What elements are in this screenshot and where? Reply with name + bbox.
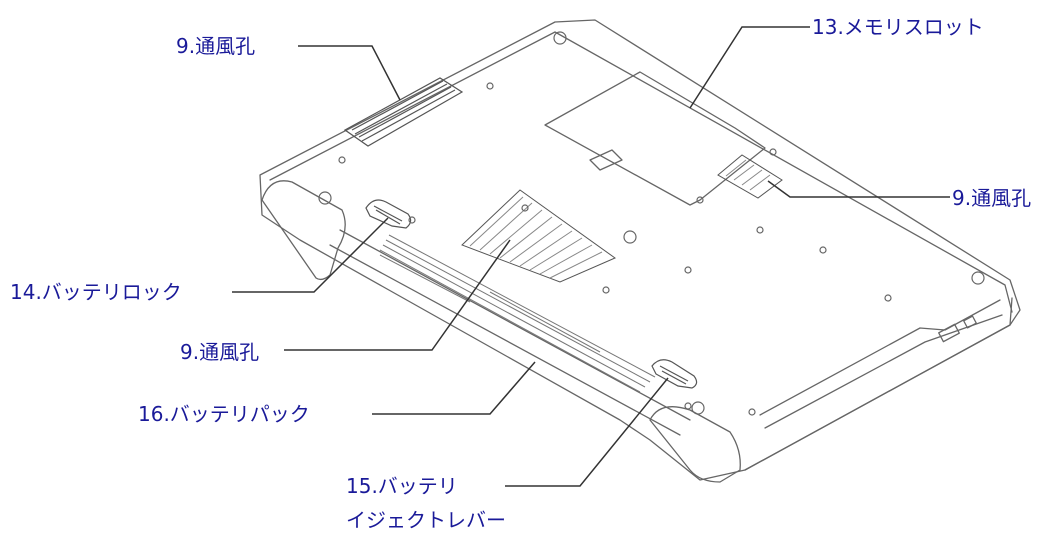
- left-hinge: [261, 180, 346, 281]
- battery-pack-hatching: [379, 234, 656, 393]
- leader-battery-eject: [505, 377, 669, 487]
- label-battery-eject-line2: イジェクトレバー: [346, 508, 506, 532]
- screws: [318, 31, 985, 416]
- label-battery-lock: 14.バッテリロック: [10, 280, 182, 304]
- battery-edge-lower: [329, 244, 681, 436]
- leader-memory-slot: [689, 26, 810, 109]
- leader-vent-right: [767, 180, 950, 198]
- side-jack: [963, 315, 977, 329]
- laptop-edge-inner: [269, 31, 1013, 313]
- battery-edge-upper: [339, 229, 691, 421]
- leader-vent-center: [284, 239, 511, 351]
- side-port-strip: [759, 299, 1001, 416]
- memory-slot-cover: [544, 71, 766, 206]
- battery-eject-lever: [651, 359, 698, 389]
- leader-battery-lock: [232, 217, 389, 293]
- side-port-strip-2: [764, 314, 1003, 429]
- label-vent-right: 9.通風孔: [952, 186, 1032, 210]
- laptop-body: [259, 19, 1021, 483]
- vent-top-left: [343, 77, 464, 147]
- label-vent-top-left: 9.通風孔: [176, 34, 256, 58]
- leader-battery-pack: [372, 361, 536, 415]
- laptop-edge-side: [744, 297, 1013, 471]
- vent-center: [461, 189, 617, 283]
- side-port: [938, 323, 960, 343]
- vent-right: [717, 154, 783, 199]
- label-memory-slot: 13.メモリスロット: [812, 15, 984, 39]
- label-vent-center: 9.通風孔: [180, 340, 260, 364]
- battery-lock: [365, 199, 412, 229]
- leader-vent-top-left: [298, 45, 401, 101]
- label-battery-eject-line1: 15.バッテリ: [346, 474, 458, 498]
- laptop-outline: [259, 19, 1021, 481]
- leader-lines: [232, 26, 950, 487]
- label-battery-pack: 16.バッテリパック: [138, 402, 310, 426]
- memory-latch: [589, 149, 623, 171]
- right-hinge: [649, 406, 741, 483]
